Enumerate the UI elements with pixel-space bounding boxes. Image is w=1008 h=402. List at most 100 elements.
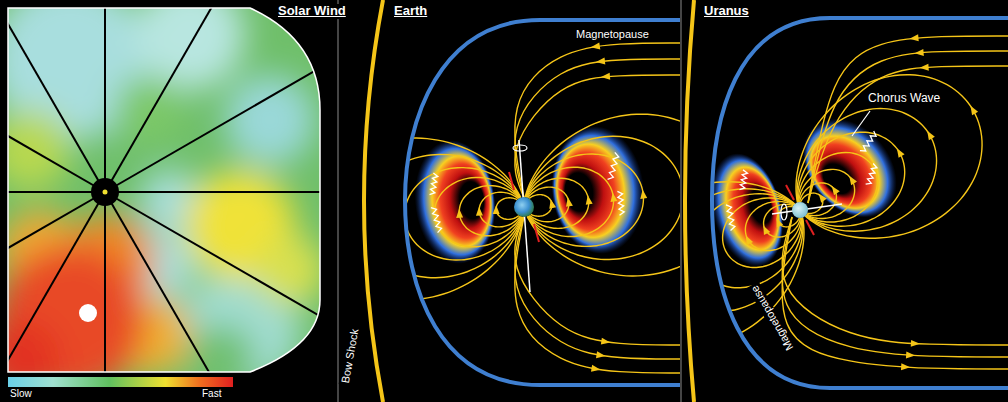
rotation-arrow bbox=[781, 204, 787, 220]
tail-field-line bbox=[808, 51, 1008, 203]
magnetic-axis bbox=[534, 224, 539, 242]
magnetopause-line bbox=[405, 20, 680, 385]
field-arrow bbox=[476, 207, 483, 216]
field-arrow bbox=[967, 104, 978, 115]
tail-field-line bbox=[515, 216, 680, 359]
field-arrow bbox=[760, 224, 770, 235]
leader-line bbox=[852, 111, 870, 136]
panel-divider bbox=[338, 0, 339, 402]
field-arrow bbox=[591, 365, 601, 373]
bow-shock bbox=[685, 0, 694, 402]
spoke-line bbox=[104, 0, 106, 192]
field-line bbox=[525, 114, 733, 276]
field-line bbox=[796, 75, 982, 239]
chorus-wave bbox=[860, 131, 876, 151]
earth-magnetosphere bbox=[315, 42, 737, 373]
scale-label: Slow bbox=[8, 388, 34, 400]
field-arrow bbox=[564, 197, 572, 207]
callout-label: Chorus Wave bbox=[866, 92, 942, 106]
field-arrow bbox=[493, 205, 500, 214]
chorus-wave bbox=[608, 152, 619, 179]
field-arrow bbox=[601, 338, 611, 346]
field-line bbox=[526, 167, 613, 236]
scale-label: Fast bbox=[200, 388, 223, 400]
chorus-wave bbox=[431, 208, 442, 233]
field-arrow bbox=[911, 340, 920, 347]
sun-disk bbox=[91, 178, 119, 206]
radiation-belt bbox=[784, 100, 916, 236]
planet-marker bbox=[79, 304, 97, 322]
bow-shock bbox=[364, 0, 383, 402]
spoke-line bbox=[105, 192, 330, 402]
field-arrow bbox=[596, 58, 606, 66]
field-line bbox=[459, 186, 521, 236]
speed-patch bbox=[255, 235, 325, 305]
field-arrow bbox=[894, 146, 905, 157]
field-arrow bbox=[914, 49, 924, 57]
boundary-label: Magnetopause bbox=[747, 282, 796, 355]
panel-title: Earth bbox=[392, 4, 429, 19]
field-line bbox=[479, 192, 520, 227]
field-arrow bbox=[609, 192, 617, 202]
panel-divider bbox=[681, 0, 682, 402]
field-arrow bbox=[829, 184, 840, 195]
panel-title: Uranus bbox=[702, 4, 751, 19]
field-arrow bbox=[584, 195, 592, 205]
field-arrow bbox=[590, 42, 600, 50]
speed-patch bbox=[115, 75, 185, 145]
uranus-magnetosphere bbox=[618, 34, 1008, 371]
map-outline bbox=[8, 8, 320, 372]
field-arrow bbox=[596, 351, 606, 359]
field-arrow bbox=[919, 64, 928, 72]
chorus-wave bbox=[726, 205, 735, 231]
field-arrow bbox=[846, 174, 857, 185]
spoke-lines bbox=[0, 0, 555, 402]
speed-scale bbox=[8, 377, 233, 387]
field-line bbox=[315, 138, 523, 300]
planet bbox=[792, 202, 808, 218]
field-arrow bbox=[816, 191, 827, 202]
magnetic-axis bbox=[786, 185, 794, 200]
chorus-wave bbox=[740, 170, 748, 190]
field-arrow bbox=[547, 198, 556, 208]
spoke-line bbox=[0, 192, 105, 402]
magnetic-axis bbox=[806, 220, 814, 235]
field-arrow bbox=[456, 209, 464, 218]
field-line bbox=[797, 109, 937, 232]
tail-field-line bbox=[515, 43, 680, 198]
spoke-line bbox=[105, 0, 330, 192]
spoke-line bbox=[0, 0, 105, 192]
tail-field-line bbox=[515, 75, 680, 198]
tail-field-line bbox=[515, 216, 680, 373]
field-arrow bbox=[901, 363, 910, 371]
field-arrow bbox=[906, 352, 915, 359]
tail-field-line bbox=[808, 66, 1008, 203]
chorus-wave bbox=[866, 163, 877, 184]
field-arrow bbox=[601, 73, 611, 81]
tail-field-line bbox=[515, 59, 680, 198]
sun-dot bbox=[103, 190, 108, 195]
solar-wind-map bbox=[0, 0, 555, 402]
spoke-line bbox=[0, 191, 105, 193]
planet bbox=[514, 197, 534, 217]
boundary-label: Magnetopause bbox=[574, 28, 651, 41]
speed-patch bbox=[225, 75, 315, 165]
field-arrow bbox=[743, 234, 753, 245]
panel-title: Solar Wind bbox=[276, 4, 348, 19]
field-arrow bbox=[924, 129, 935, 140]
spoke-line bbox=[0, 192, 105, 402]
field-arrow bbox=[909, 34, 919, 42]
speed-field bbox=[0, 0, 325, 400]
chorus-wave bbox=[430, 173, 438, 195]
rotation-arrow bbox=[513, 145, 527, 151]
field-line bbox=[528, 187, 569, 222]
field-arrow bbox=[639, 189, 647, 199]
field-line bbox=[527, 178, 589, 228]
tail-field-line bbox=[782, 217, 1008, 345]
magnetopause-line bbox=[712, 18, 1008, 388]
tail-field-line bbox=[808, 36, 1008, 203]
chorus-wave bbox=[617, 191, 624, 215]
